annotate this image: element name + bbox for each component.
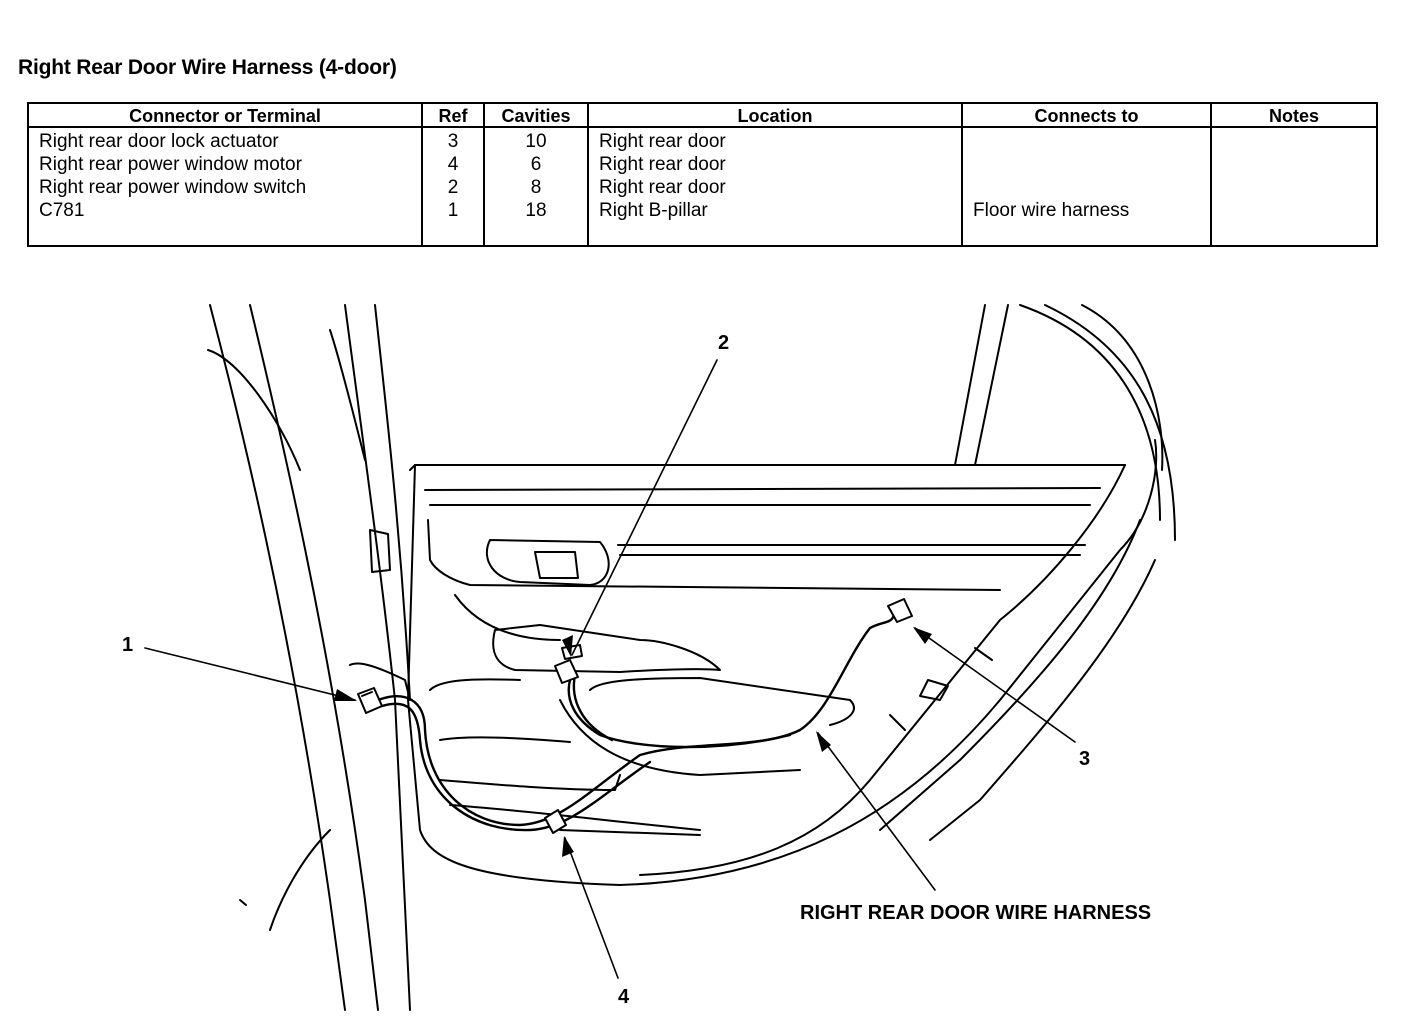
connects-to-column: Floor wire harness: [961, 127, 1211, 246]
ref-cell: 4: [447, 154, 459, 175]
leader-lines: [144, 359, 1076, 979]
leader-line-2: [571, 359, 718, 656]
callout-1: 1: [122, 634, 134, 656]
header-connector: Connector or Terminal: [28, 103, 422, 128]
callout-3: 3: [1079, 748, 1091, 770]
location-cell: Right rear door: [599, 131, 726, 152]
connector-column: Right rear door lock actuator Right rear…: [28, 127, 422, 246]
header-cavities: Cavities: [483, 103, 588, 128]
callout-2: 2: [718, 332, 730, 354]
location-cell: Right rear door: [599, 177, 726, 198]
leader-line-1: [144, 647, 356, 701]
cavities-cell: 10: [525, 131, 547, 152]
connector-2: [554, 644, 583, 684]
door-shell: [407, 439, 1158, 886]
header-location: Location: [587, 103, 962, 128]
connector-1: [357, 687, 383, 714]
callout-4: 4: [618, 986, 630, 1008]
arrowhead-3: [913, 627, 932, 644]
connector-cell: C781: [39, 200, 85, 221]
harness-table: Connector or Terminal Ref Cavities Locat…: [27, 102, 1378, 247]
table-header-row: Connector or Terminal Ref Cavities Locat…: [28, 103, 1377, 128]
connector-cell: Right rear power window switch: [39, 177, 307, 198]
location-cell: Right B-pillar: [599, 200, 708, 221]
arrowhead-4: [562, 836, 574, 857]
cavities-cell: 8: [530, 177, 542, 198]
page-title: Right Rear Door Wire Harness (4-door): [18, 56, 397, 79]
ref-cell: 2: [447, 177, 459, 198]
b-pillar-outline: [207, 304, 411, 1011]
location-cell: Right rear door: [599, 154, 726, 175]
inside-door-handle: [485, 539, 1086, 586]
location-column: Right rear door Right rear door Right re…: [587, 127, 962, 246]
arrowhead-1: [334, 689, 357, 701]
ref-column: 3 4 2 1: [421, 127, 484, 246]
cavities-column: 10 6 8 18: [483, 127, 588, 246]
leader-line-3: [914, 627, 1076, 743]
leader-arrowheads: [334, 627, 932, 857]
leader-line-4: [564, 837, 619, 979]
header-notes: Notes: [1210, 103, 1377, 128]
arrowhead-harness: [816, 731, 831, 752]
connector-4: [544, 809, 567, 834]
cavities-cell: 6: [530, 154, 542, 175]
table-body-row: Right rear door lock actuator Right rear…: [28, 127, 1377, 246]
connects-to-cell: Floor wire harness: [973, 200, 1130, 221]
cavities-cell: 18: [525, 200, 547, 221]
header-ref: Ref: [421, 103, 484, 128]
wire-harness: [376, 610, 897, 832]
armrest-panel: [429, 594, 855, 836]
header-connects-to: Connects to: [961, 103, 1211, 128]
ref-cell: 3: [447, 131, 459, 152]
ref-cell: 1: [447, 200, 459, 221]
connector-3: [887, 598, 913, 623]
notes-column: [1210, 127, 1377, 246]
arrowhead-2: [562, 635, 573, 657]
harness-label: RIGHT REAR DOOR WIRE HARNESS: [800, 902, 1152, 924]
leader-line-harness: [817, 732, 936, 891]
connector-cell: Right rear door lock actuator: [39, 131, 279, 152]
connector-cell: Right rear power window motor: [39, 154, 302, 175]
